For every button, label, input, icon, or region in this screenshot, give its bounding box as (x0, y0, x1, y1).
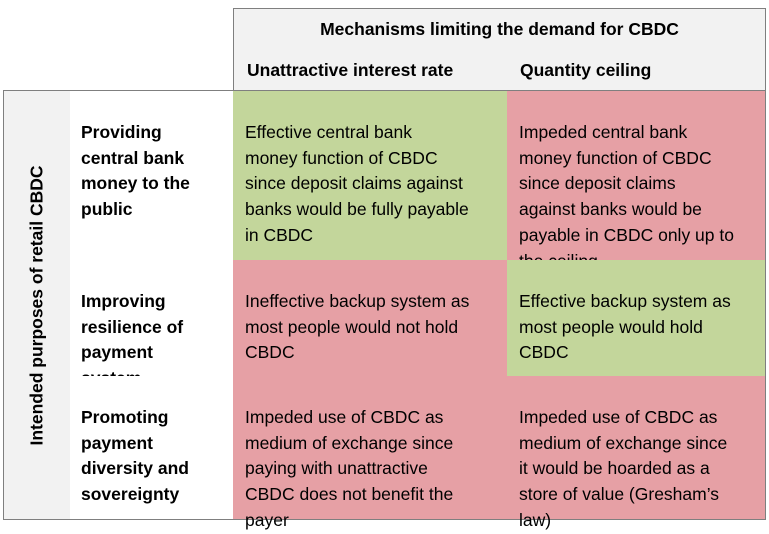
cell-text: Effective central bank money function of… (245, 121, 469, 245)
cell-text: Ineffective backup system as most people… (245, 290, 470, 363)
row-label-central-bank-money: Providing central bank money to the publ… (70, 90, 234, 261)
cell-text: Effective backup system as most people w… (519, 290, 731, 363)
cell-central-bank-money-quantity-ceiling: Impeded central bank money function of C… (507, 90, 766, 271)
column-header-interest-rate-label: Unattractive interest rate (247, 60, 454, 80)
column-header-quantity-ceiling-label: Quantity ceiling (520, 60, 652, 80)
side-label: Intended purposes of retail CBDC (26, 164, 47, 446)
cell-central-bank-money-interest-rate: Effective central bank money function of… (233, 90, 508, 261)
mechanisms-title: Mechanisms limiting the demand for CBDC (320, 18, 679, 39)
cell-payment-diversity-interest-rate: Impeded use of CBDC as medium of exchang… (233, 376, 508, 530)
cell-text: Impeded central bank money function of C… (519, 121, 734, 271)
row-label-resilience: Improving resilience of payment system (70, 260, 234, 388)
cell-resilience-quantity-ceiling: Effective backup system as most people w… (507, 260, 766, 377)
column-header-quantity-ceiling: Quantity ceiling (507, 49, 766, 91)
row-label-text: Promoting payment diversity and sovereig… (81, 406, 189, 505)
cell-text: Impeded use of CBDC as medium of exchang… (519, 406, 728, 530)
row-label-text: Improving resilience of payment system (81, 290, 184, 388)
cell-payment-diversity-quantity-ceiling: Impeded use of CBDC as medium of exchang… (507, 376, 766, 530)
side-label-cell: Intended purposes of retail CBDC (3, 90, 71, 520)
mechanisms-header: Mechanisms limiting the demand for CBDC (233, 8, 766, 50)
column-header-interest-rate: Unattractive interest rate (233, 49, 508, 91)
cell-resilience-interest-rate: Ineffective backup system as most people… (233, 260, 508, 377)
cell-text: Impeded use of CBDC as medium of exchang… (245, 406, 454, 530)
row-label-payment-diversity: Promoting payment diversity and sovereig… (70, 376, 234, 520)
row-label-text: Providing central bank money to the publ… (81, 121, 190, 220)
